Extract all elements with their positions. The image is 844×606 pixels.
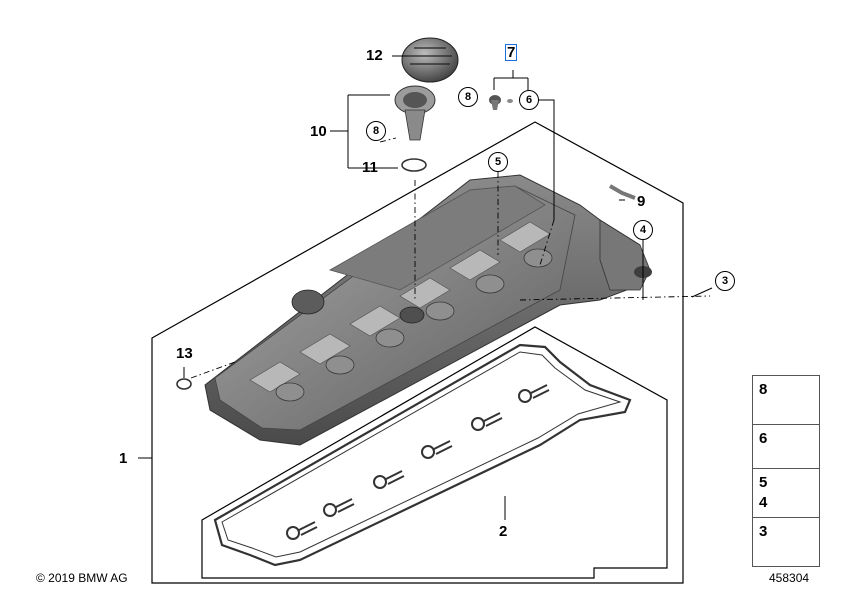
callout-8-filler: 8	[366, 121, 386, 141]
callout-5: 5	[488, 152, 508, 172]
legend-label-5: 5	[759, 474, 768, 491]
legend-box-5-4: 5 4	[752, 468, 820, 518]
callout-6: 6	[519, 90, 539, 110]
callout-13: 13	[176, 345, 193, 362]
legend-label-4: 4	[759, 494, 768, 511]
o-ring-11	[401, 158, 427, 172]
legend-box-3: 3	[752, 517, 820, 567]
callout-10: 10	[310, 123, 327, 140]
callout-9: 9	[637, 193, 646, 210]
dashed-axes	[190, 137, 711, 379]
frame-part-1	[151, 121, 684, 584]
hose-9	[608, 184, 636, 200]
image-number: 458304	[769, 571, 810, 585]
callout-3: 3	[715, 271, 735, 291]
legend-label-6: 6	[759, 430, 768, 447]
o-ring-13	[176, 378, 192, 390]
valve-cover-illustration	[204, 174, 652, 446]
leader-lines	[138, 55, 713, 520]
legend-label-3: 3	[759, 523, 768, 540]
callout-7[interactable]: 7	[504, 44, 518, 61]
gasket-illustration	[213, 343, 632, 567]
frame-part-2	[201, 326, 668, 579]
callout-2: 2	[499, 523, 508, 540]
callout-12: 12	[366, 47, 383, 64]
callout-8-screw: 8	[458, 87, 478, 107]
callout-4: 4	[633, 220, 653, 240]
legend-label-8: 8	[759, 381, 768, 398]
screw-bushing-illustration	[489, 95, 513, 110]
callout-11: 11	[362, 159, 378, 176]
callout-1: 1	[119, 450, 128, 467]
legend-box-8: 8	[752, 375, 820, 425]
filler-cap-illustration	[401, 37, 459, 83]
copyright-text: © 2019 BMW AG	[36, 571, 128, 585]
gasket-rings	[286, 384, 550, 540]
filler-neck-illustration	[394, 85, 436, 141]
legend-box-6: 6	[752, 424, 820, 469]
